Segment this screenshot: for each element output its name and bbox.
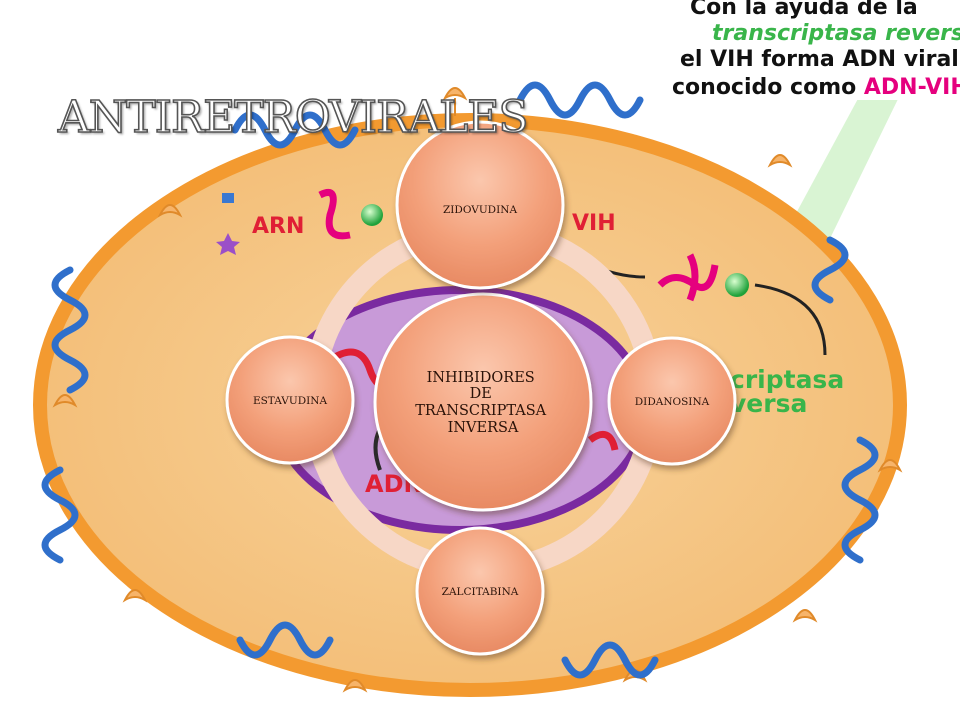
green-orb-right [725, 273, 749, 297]
label-transcriptasa: criptasa [730, 365, 844, 394]
node-zidovudina: ZIDOVUDINA [395, 120, 565, 290]
node-zalcitabina-circle [415, 526, 545, 656]
node-zidovudina-circle [395, 120, 565, 290]
node-estavudina-circle [225, 335, 355, 465]
caption-block: Con la ayuda de la transcriptasa reversa… [660, 0, 960, 100]
center-line-3: TRANSCRIPTASA [415, 403, 546, 419]
caption-line-3: el VIH forma ADN viral [680, 47, 959, 72]
arrow-from-caption [754, 283, 827, 356]
node-estavudina-label: ESTAVUDINA [253, 395, 328, 407]
blue-square-molecule [222, 193, 234, 203]
label-reversa: versa [730, 389, 807, 418]
slide-title: ANTIRETROVIRALES [57, 91, 529, 144]
label-arn: ARN [252, 214, 304, 239]
center-line-1: INHIBIDORES [427, 370, 535, 386]
caption-bg [660, 0, 960, 100]
caption-line-4-text: conocido como [672, 75, 864, 100]
caption-line-4-highlight: ADN-VIH [864, 75, 960, 100]
center-line-4: INVERSA [448, 420, 519, 436]
node-didanosina: DIDANOSINA [607, 336, 737, 466]
pink-strand-right-2 [686, 253, 699, 302]
caption-line-1: Con la ayuda de la [690, 0, 918, 20]
radial-diagram: INHIBIDORES DE TRANSCRIPTASA INVERSA ZID… [225, 120, 737, 656]
node-zidovudina-label: ZIDOVUDINA [443, 204, 517, 216]
node-estavudina: ESTAVUDINA [225, 335, 355, 465]
node-didanosina-circle [607, 336, 737, 466]
purple-star-molecule [216, 233, 240, 255]
caption-line-2: transcriptasa reversa [712, 21, 960, 46]
green-orb-left [361, 204, 383, 226]
label-vih: VIH [572, 211, 616, 236]
center-circle [373, 292, 593, 512]
node-zalcitabina-label: ZALCITABINA [442, 586, 519, 598]
arn-strand [318, 189, 351, 240]
virus-coils [41, 81, 879, 679]
caption-line-4: conocido como ADN-VIH [672, 75, 960, 100]
center-line-2: DE [470, 386, 492, 402]
center-label: INHIBIDORES DE TRANSCRIPTASA INVERSA [415, 370, 551, 436]
node-didanosina-label: DIDANOSINA [635, 396, 710, 408]
cell-receptors [52, 87, 903, 693]
node-zalcitabina: ZALCITABINA [415, 526, 545, 656]
center-node [373, 292, 593, 512]
red-dna-strand-2 [587, 430, 619, 451]
